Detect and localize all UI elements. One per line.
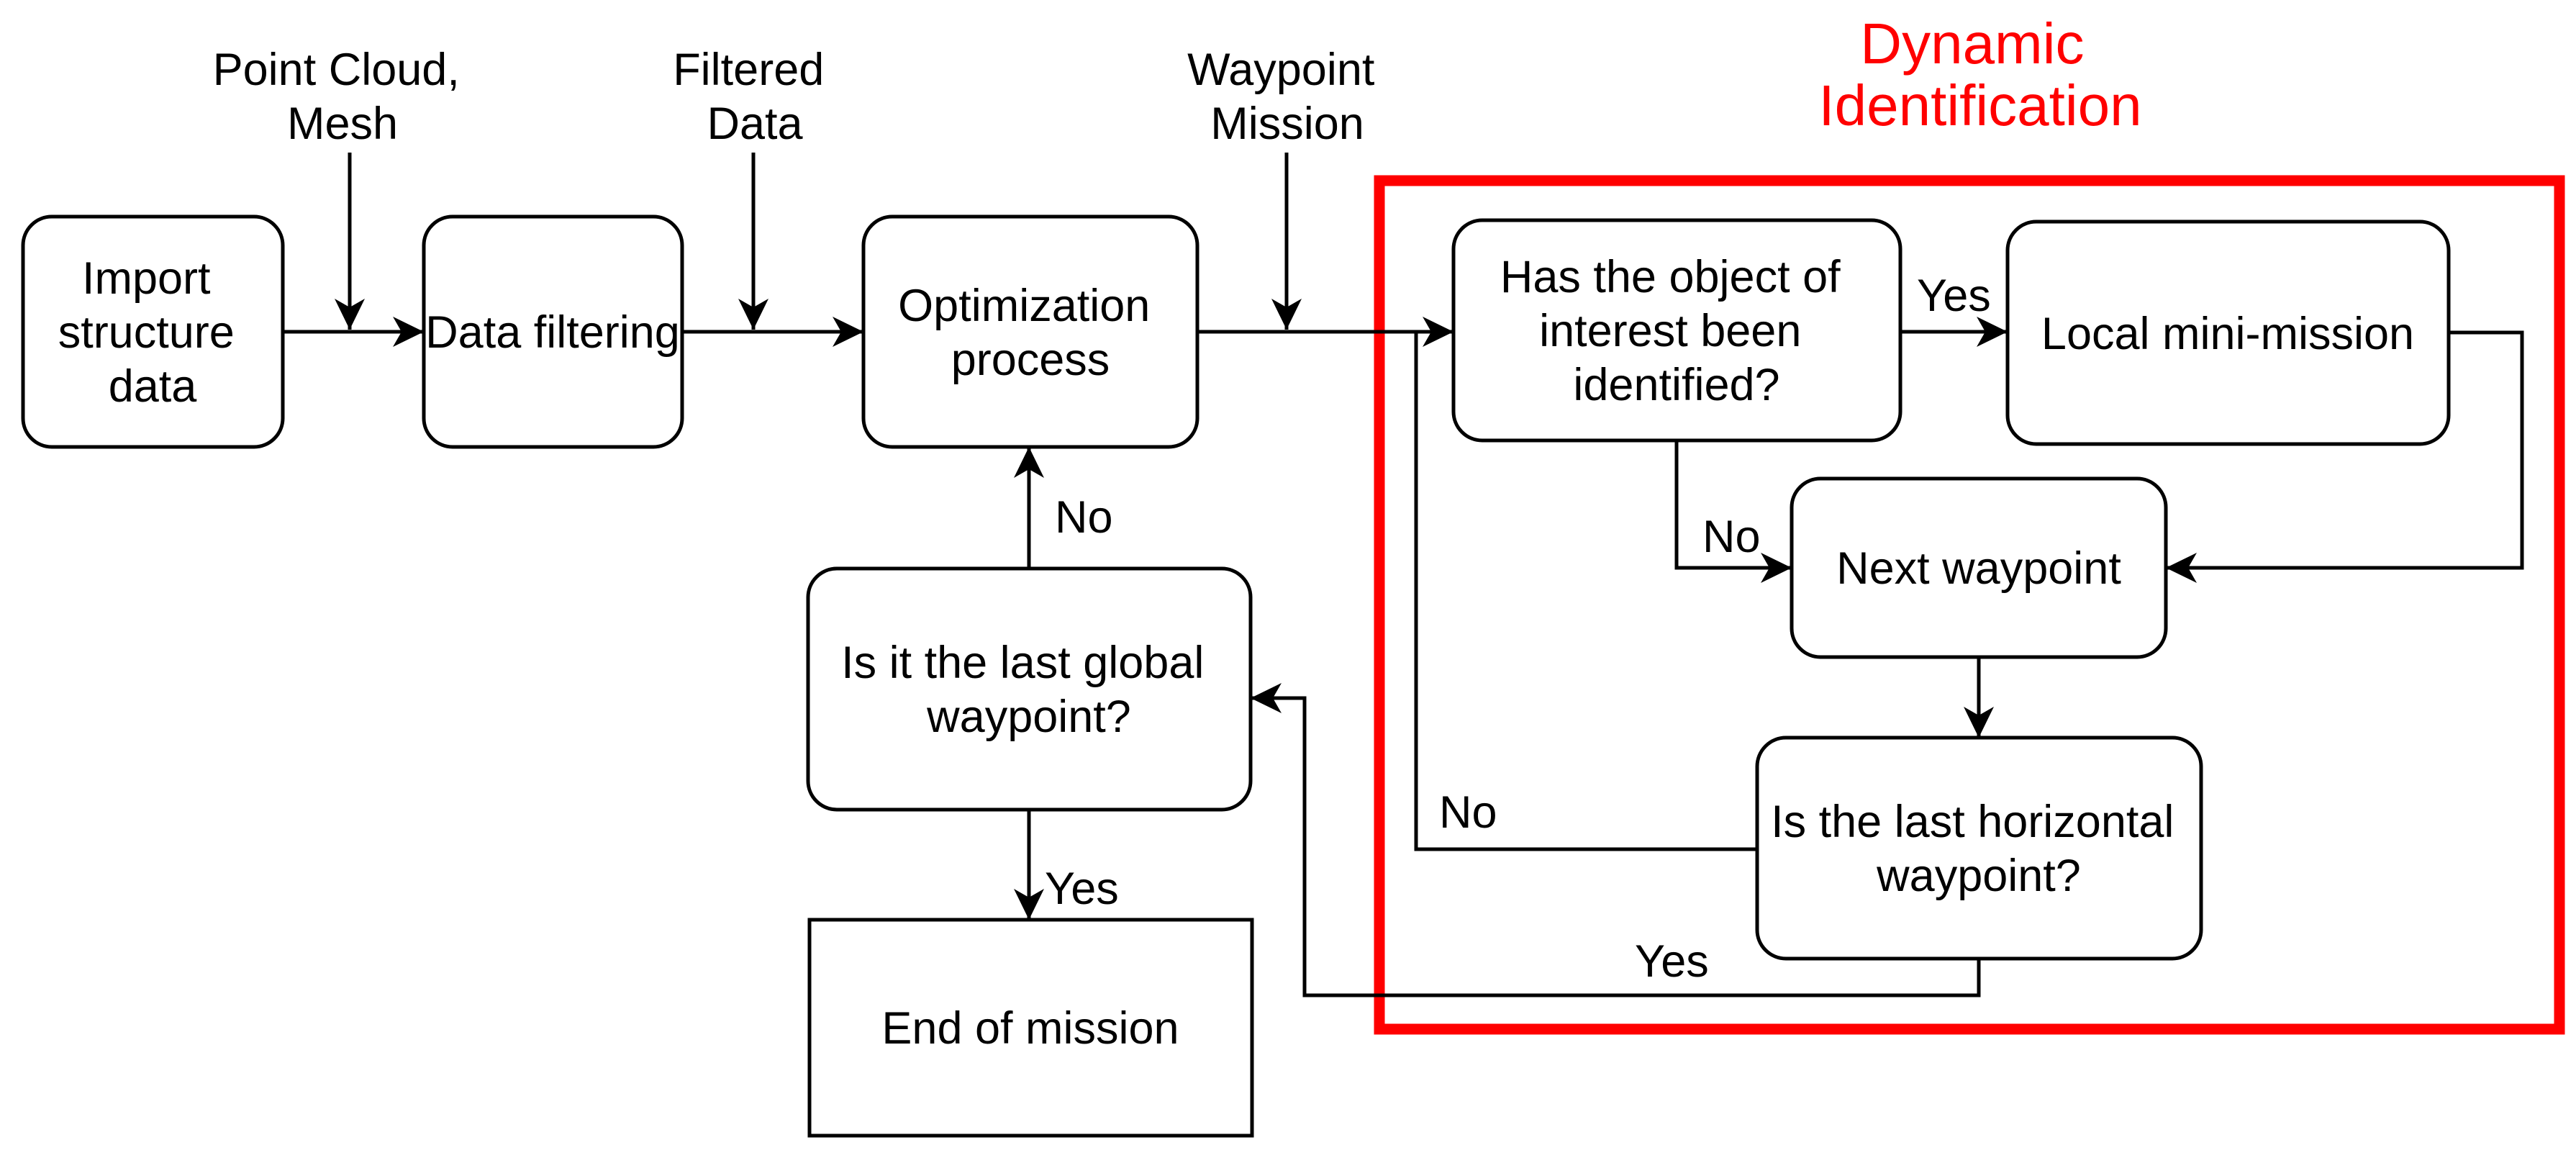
- node-line: waypoint?: [926, 692, 1131, 742]
- node-box: [807, 918, 1254, 1138]
- node-box: [422, 214, 684, 449]
- node-is-last-global-waypoint: Is it the last global waypoint?: [806, 566, 1253, 812]
- node-box: [1755, 736, 2203, 961]
- node-label: Data filtering: [425, 307, 680, 358]
- node-box: [21, 214, 285, 449]
- node-line: Data filtering: [425, 307, 680, 358]
- node-label: Import structure data: [58, 253, 248, 412]
- label-point-cloud-mesh: Point Cloud, Mesh: [213, 45, 473, 149]
- label-line: Mission: [1210, 99, 1364, 149]
- region-title-line: Dynamic: [1860, 12, 2084, 76]
- region-title-line: Identification: [1818, 73, 2141, 137]
- node-label: Has the object of interest been identifi…: [1500, 252, 1853, 410]
- label-waypoint-mission: Waypoint Mission: [1187, 45, 1387, 149]
- node-label: End of mission: [881, 1003, 1179, 1054]
- edge-local-mission-to-next: [2166, 330, 2524, 583]
- label-line: Data: [707, 99, 803, 149]
- node-line: data: [109, 361, 198, 412]
- node-data-filtering: Data filtering: [422, 214, 684, 449]
- edge-has-object-no: [1674, 440, 1792, 583]
- edge-label-yes-has-object: Yes: [1917, 271, 1991, 321]
- edge-label-yes-last-horizontal: Yes: [1635, 936, 1709, 987]
- node-line: End of mission: [881, 1003, 1179, 1054]
- node-line: Is the last horizontal: [1771, 797, 2174, 847]
- node-box: [1451, 218, 1902, 443]
- node-line: Has the object of: [1500, 252, 1841, 302]
- node-label: Next waypoint: [1836, 543, 2121, 594]
- node-line: waypoint?: [1876, 851, 2081, 901]
- node-next-waypoint: Next waypoint: [1790, 476, 2168, 659]
- node-line: interest been: [1539, 306, 1801, 356]
- node-label: Is the last horizontal waypoint?: [1771, 797, 2187, 901]
- edges: [283, 153, 2524, 997]
- node-label: Is it the last global waypoint?: [841, 638, 1217, 742]
- node-has-object-identified: Has the object of interest been identifi…: [1451, 218, 1902, 443]
- label-line: Filtered: [673, 45, 824, 95]
- region-title: Dynamic Identification: [1818, 12, 2141, 137]
- label-line: Waypoint: [1187, 45, 1375, 95]
- node-line: Is it the last global: [841, 638, 1204, 688]
- node-optimization-process: Optimization process: [861, 214, 1199, 449]
- node-box: [861, 214, 1199, 449]
- node-line: Import: [82, 253, 211, 304]
- node-is-last-horizontal-waypoint: Is the last horizontal waypoint?: [1755, 736, 2203, 961]
- edge-label-no-last-horizontal: No: [1439, 787, 1497, 838]
- edge-last-horizontal-yes: [1251, 683, 1981, 997]
- node-label: Optimization process: [898, 281, 1163, 385]
- label-line: Point Cloud,: [213, 45, 460, 95]
- edge-label-no-has-object: No: [1702, 512, 1761, 562]
- dynamic-identification-region: [1374, 175, 2565, 1035]
- node-line: identified?: [1573, 360, 1779, 410]
- edge-label-yes-last-global: Yes: [1045, 864, 1119, 914]
- node-import-structure-data: Import structure data: [21, 214, 285, 449]
- node-end-of-mission: End of mission: [807, 918, 1254, 1138]
- label-line: Mesh: [287, 99, 398, 149]
- node-box: [806, 566, 1253, 812]
- node-local-mini-mission: Local mini-mission: [2005, 220, 2451, 446]
- node-line: process: [951, 335, 1110, 385]
- label-filtered-data: Filtered Data: [673, 45, 837, 149]
- node-line: Next waypoint: [1836, 543, 2121, 594]
- node-label: Local mini-mission: [2041, 309, 2414, 359]
- node-line: Local mini-mission: [2041, 309, 2414, 359]
- edge-last-horizontal-no-loop: [1414, 333, 1757, 851]
- node-box: [1790, 476, 2168, 659]
- node-line: structure: [58, 307, 235, 358]
- edge-label-no-last-global: No: [1055, 492, 1113, 543]
- node-line: Optimization: [898, 281, 1150, 331]
- node-box: [2005, 220, 2451, 446]
